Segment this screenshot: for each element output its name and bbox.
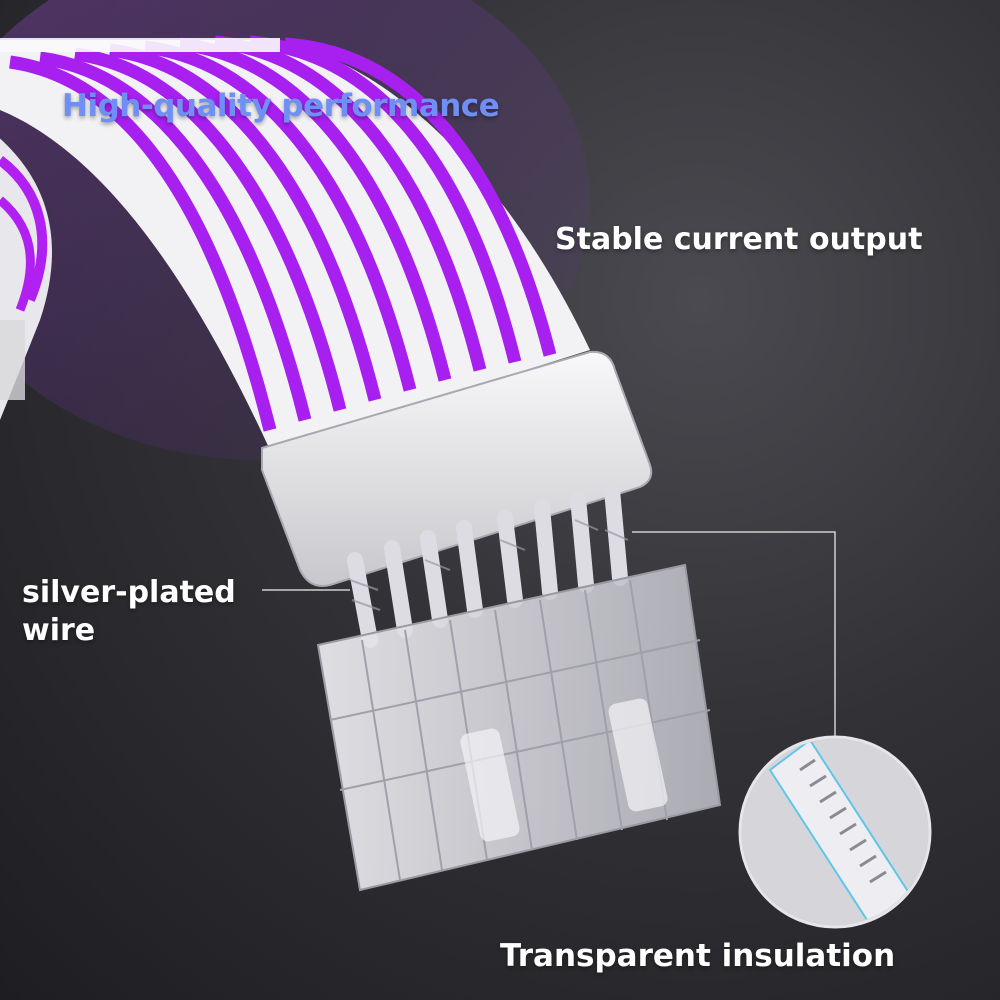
pcie-connector xyxy=(316,563,722,892)
silver-plated-line2: wire xyxy=(22,613,96,648)
ribbon-cable xyxy=(0,35,590,450)
headline: High-quality performance xyxy=(62,88,500,124)
back-cable xyxy=(0,138,52,420)
silver-plated-wire-label: silver-plated wire xyxy=(22,574,236,650)
silver-plated-line1: silver-plated xyxy=(22,575,236,610)
wire-closeup-magnifier xyxy=(738,735,932,929)
stable-current-label: Stable current output xyxy=(555,222,923,257)
callout-lines xyxy=(262,531,836,742)
transparent-insulation-label: Transparent insulation xyxy=(500,938,896,974)
cable-comb xyxy=(261,350,653,587)
